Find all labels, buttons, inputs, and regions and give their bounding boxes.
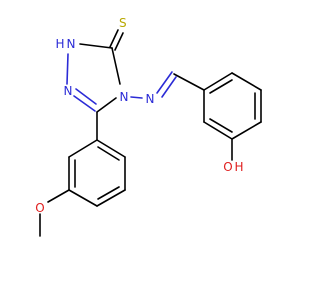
atom-imine-n-label: N	[146, 92, 155, 106]
bond-n4-nimine	[130, 96, 143, 99]
ring3-cd	[96, 189, 126, 207]
bond-n1-n2	[66, 53, 69, 85]
atom-phenol-h-label: H	[234, 160, 243, 174]
ring2-bc	[231, 72, 262, 91]
bond-c3-n4	[96, 97, 117, 113]
ring2-ab-inner	[209, 79, 233, 94]
bond-n2-c3-a	[73, 95, 96, 112]
ring3-cd-inner	[97, 186, 120, 200]
ring3-ab-inner	[97, 146, 120, 161]
bond-nimine-ch-b	[161, 76, 177, 98]
ring3-ab	[96, 139, 126, 158]
ring2-ef	[203, 121, 233, 140]
bond-cs-a	[109, 29, 119, 48]
bond-ch-aryl	[173, 73, 205, 91]
bond-cthione-n1	[79, 43, 113, 49]
atom-methoxy-o-label: O	[35, 201, 44, 215]
structure-svg: S H N N N N O H O	[35, 16, 262, 237]
atom-n4-label: N	[120, 90, 129, 104]
ring3-de	[68, 189, 98, 207]
ring2-ab	[203, 72, 233, 91]
atom-nh-n-label: N	[67, 37, 76, 51]
bond-c-ome	[47, 189, 70, 203]
bond-cthione-n4	[111, 47, 121, 85]
ring2-de	[231, 121, 262, 140]
ring2-ef-inner	[209, 118, 233, 133]
atom-nh-h-label: H	[55, 37, 64, 51]
bond-cs-b	[114, 32, 124, 51]
bond-nimine-ch-a	[156, 71, 173, 94]
atom-phenol-o-label: O	[223, 160, 232, 174]
bond-n2-c3-b	[75, 88, 97, 105]
ring3-fa	[68, 139, 98, 158]
molecule-diagram: S H N N N N O H O	[35, 16, 262, 237]
atom-n2-label: N	[64, 84, 73, 98]
atom-s-label: S	[119, 16, 127, 30]
